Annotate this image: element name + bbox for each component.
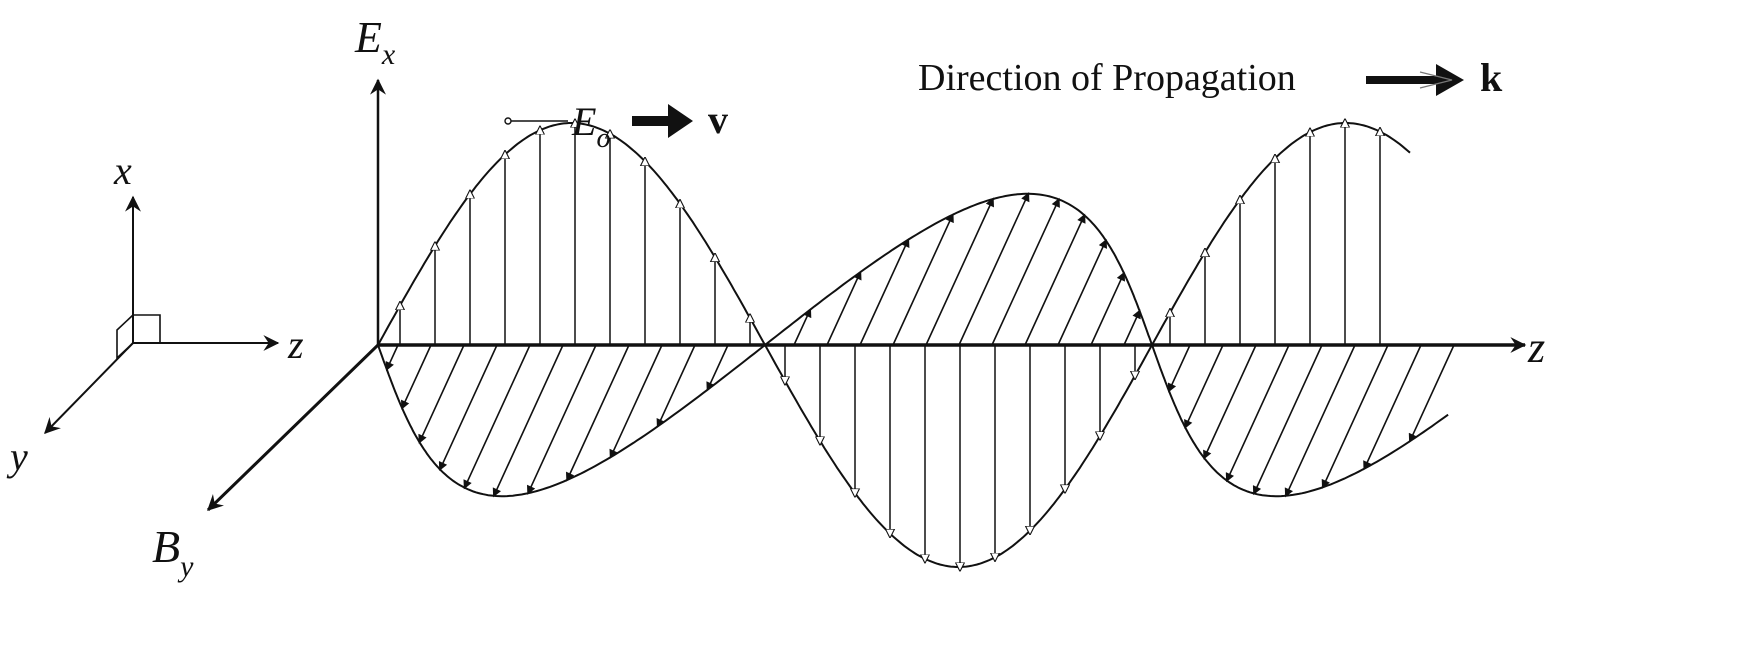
magnetic-field-vector (991, 197, 1060, 346)
by-label: By (152, 521, 194, 583)
y-axis-label: y (6, 434, 28, 479)
magnetic-field-vector (826, 270, 862, 346)
direction-label: Direction of Propagation (918, 57, 1296, 99)
magnetic-field-vector (527, 344, 597, 495)
magnetic-field-wave (377, 192, 1455, 498)
magnetic-field-vector (1203, 344, 1257, 460)
coordinate-axes-legend: x z y (6, 148, 304, 479)
z-axis-label: z (1527, 323, 1545, 372)
magnetic-field-vector (958, 192, 1030, 346)
amplitude-point (504, 117, 512, 125)
magnetic-field-vector (401, 344, 432, 410)
electric-field-vectors (400, 123, 1380, 567)
magnetic-field-vector (793, 308, 812, 346)
x-axis-label: x (113, 148, 132, 193)
magnetic-field-vector (418, 344, 465, 444)
magnetic-field-vector (1167, 344, 1191, 393)
main-axes (206, 78, 1527, 512)
thick-right-arrow-icon (632, 104, 693, 138)
k-label: k (1480, 55, 1503, 100)
magnetic-field-vector (706, 344, 729, 392)
ex-label: Ex (354, 13, 396, 71)
y-axis-small (44, 342, 134, 434)
right-angle-box (116, 314, 161, 360)
propagation-arrow-highlight (1419, 71, 1453, 89)
magnetic-field-curve (377, 192, 1449, 498)
electric-field-wave (377, 123, 1411, 567)
magnetic-field-vector (892, 213, 954, 346)
magnetic-field-vector (609, 344, 663, 459)
magnetic-field-vector (463, 344, 531, 490)
magnetic-field-vector (1408, 344, 1455, 443)
magnetic-field-vector (1284, 344, 1356, 498)
magnetic-field-vector (925, 197, 994, 346)
z-axis-small-label: z (287, 322, 304, 367)
magnetic-field-vector (1123, 309, 1141, 346)
propagation-direction: Direction of Propagation k (918, 55, 1503, 100)
thick-right-arrow-icon (1366, 64, 1464, 96)
magnetic-field-vector (566, 344, 630, 482)
magnetic-field-vector (1363, 344, 1422, 471)
magnetic-field-vector (656, 344, 696, 429)
eo-label: Eo (571, 99, 610, 154)
magnetic-field-vector (438, 344, 498, 472)
magnetic-field-vector (1090, 271, 1125, 346)
by-axis (206, 343, 380, 512)
magnetic-field-vector (385, 344, 399, 372)
magnetic-field-vector (1225, 344, 1290, 483)
magnetic-field-vector (1252, 344, 1323, 496)
magnetic-field-vector (1321, 344, 1389, 489)
magnetic-field-vector (1024, 213, 1086, 346)
magnetic-field-vector (859, 237, 910, 346)
magnetic-field-vector (1184, 344, 1224, 430)
magnetic-field-vector (1057, 238, 1107, 346)
magnetic-field-vector (492, 344, 564, 498)
magnetic-field-vectors (385, 192, 1455, 498)
velocity-label: v (708, 97, 728, 142)
amplitude-annotation: Eo v (504, 97, 728, 154)
